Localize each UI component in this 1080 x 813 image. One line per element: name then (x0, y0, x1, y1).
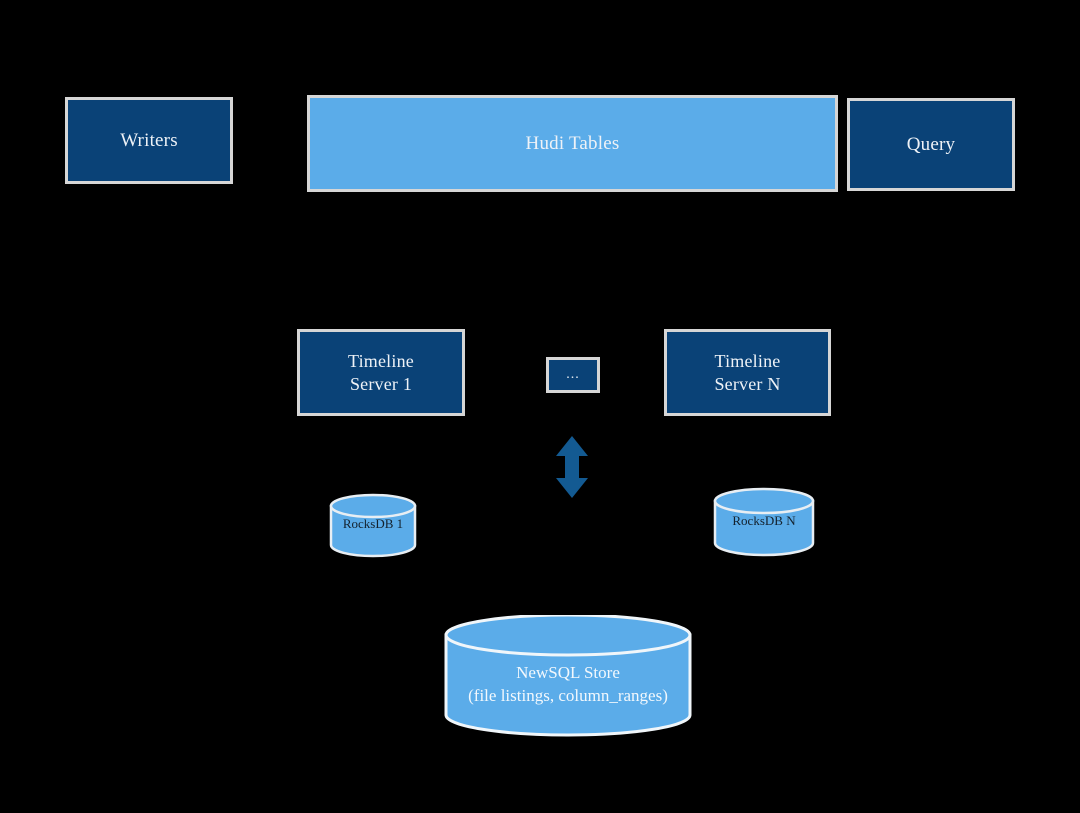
node-rocksdb-1[interactable]: RocksDB 1 (328, 493, 418, 558)
node-timeline-server-n[interactable]: Timeline Server N (664, 329, 831, 416)
node-hudi-tables[interactable]: Hudi Tables (307, 95, 838, 192)
node-ellipsis[interactable]: ... (546, 357, 600, 393)
node-writers-label: Writers (120, 129, 178, 151)
node-query-label: Query (906, 133, 956, 155)
node-timeline-server-n-label: Timeline Server N (714, 351, 781, 394)
node-hudi-tables-label: Hudi Tables (525, 132, 620, 154)
node-timeline-server-1[interactable]: Timeline Server 1 (297, 329, 465, 416)
node-query[interactable]: Query (847, 98, 1015, 191)
node-newsql-store[interactable]: NewSQL Store (file listings, column_rang… (443, 615, 693, 737)
node-ellipsis-label: ... (566, 367, 580, 383)
node-timeline-server-1-label: Timeline Server 1 (348, 351, 414, 394)
double-headed-arrow-icon (552, 436, 592, 498)
node-writers[interactable]: Writers (65, 97, 233, 184)
node-rocksdb-n[interactable]: RocksDB N (712, 487, 816, 557)
